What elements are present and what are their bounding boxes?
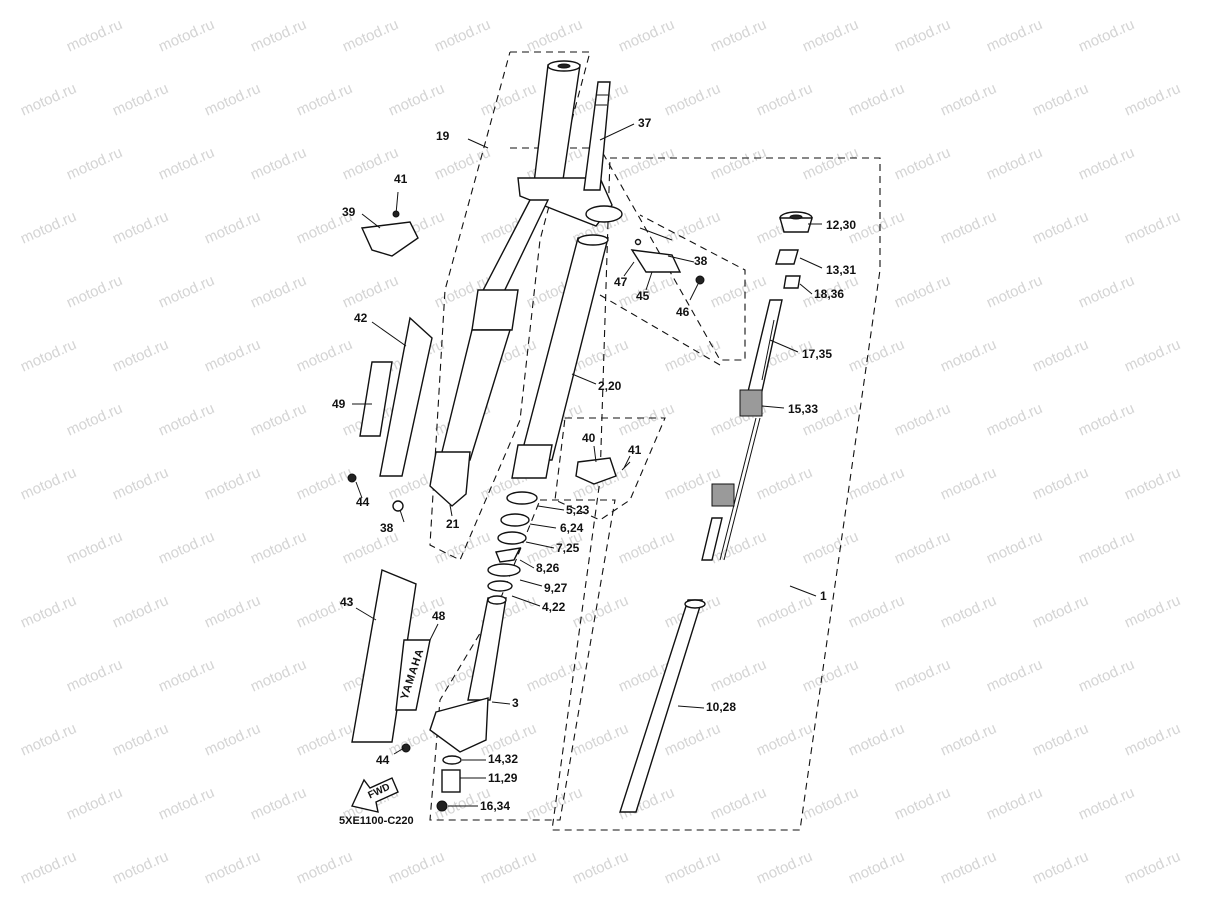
callout-38-lower: 38 [380, 521, 394, 535]
fork-guard-lower [351, 569, 431, 753]
callout-48: 48 [432, 609, 446, 623]
callout-10-28: 10,28 [706, 700, 737, 714]
fork-guard-upper [347, 316, 433, 512]
spring-upper [739, 389, 763, 417]
callout-8-26: 8,26 [536, 561, 560, 575]
diagram-code: 5XE1100-C220 [339, 815, 414, 827]
callout-41-upper: 41 [394, 172, 408, 186]
callout-18-36: 18,36 [814, 287, 845, 301]
callout-47: 47 [614, 275, 628, 289]
cartridge-parts [619, 211, 813, 813]
callout-41-lower: 41 [628, 443, 642, 457]
callout-7-25: 7,25 [556, 541, 580, 555]
callout-4-22: 4,22 [542, 600, 566, 614]
callout-2-20: 2,20 [598, 379, 622, 393]
fwd-arrow-icon [351, 777, 399, 813]
callout-15-33: 15,33 [788, 402, 819, 416]
callout-5-23: 5,23 [566, 503, 590, 517]
callout-38-upper: 38 [694, 254, 708, 268]
callout-43: 43 [340, 595, 354, 609]
callout-17-35: 17,35 [802, 347, 833, 361]
clamp-right [575, 457, 631, 485]
callout-13-31: 13,31 [826, 263, 857, 277]
callout-14-32: 14,32 [488, 752, 519, 766]
callout-19: 19 [436, 129, 450, 143]
callout-16-34: 16,34 [480, 799, 511, 813]
callout-44-upper: 44 [356, 495, 370, 509]
callout-9-27: 9,27 [544, 581, 568, 595]
callout-37: 37 [638, 116, 652, 130]
callout-3: 3 [512, 696, 519, 710]
clamp-upper-left [360, 191, 419, 257]
callout-44-lower: 44 [376, 753, 390, 767]
callout-1: 1 [820, 589, 827, 603]
callout-39: 39 [342, 205, 356, 219]
steering-stem [583, 81, 623, 223]
callout-12-30: 12,30 [826, 218, 857, 232]
axle-holder [429, 491, 538, 812]
inner-tube-right [511, 234, 609, 479]
callout-49: 49 [332, 397, 346, 411]
callout-21: 21 [446, 517, 460, 531]
callout-42: 42 [354, 311, 368, 325]
leader-lines [352, 123, 823, 807]
callout-40: 40 [582, 431, 596, 445]
clamp-cluster [630, 227, 705, 285]
callout-45: 45 [636, 289, 650, 303]
callout-6-24: 6,24 [560, 521, 584, 535]
callout-11-29: 11,29 [488, 771, 518, 785]
callout-46: 46 [676, 305, 690, 319]
